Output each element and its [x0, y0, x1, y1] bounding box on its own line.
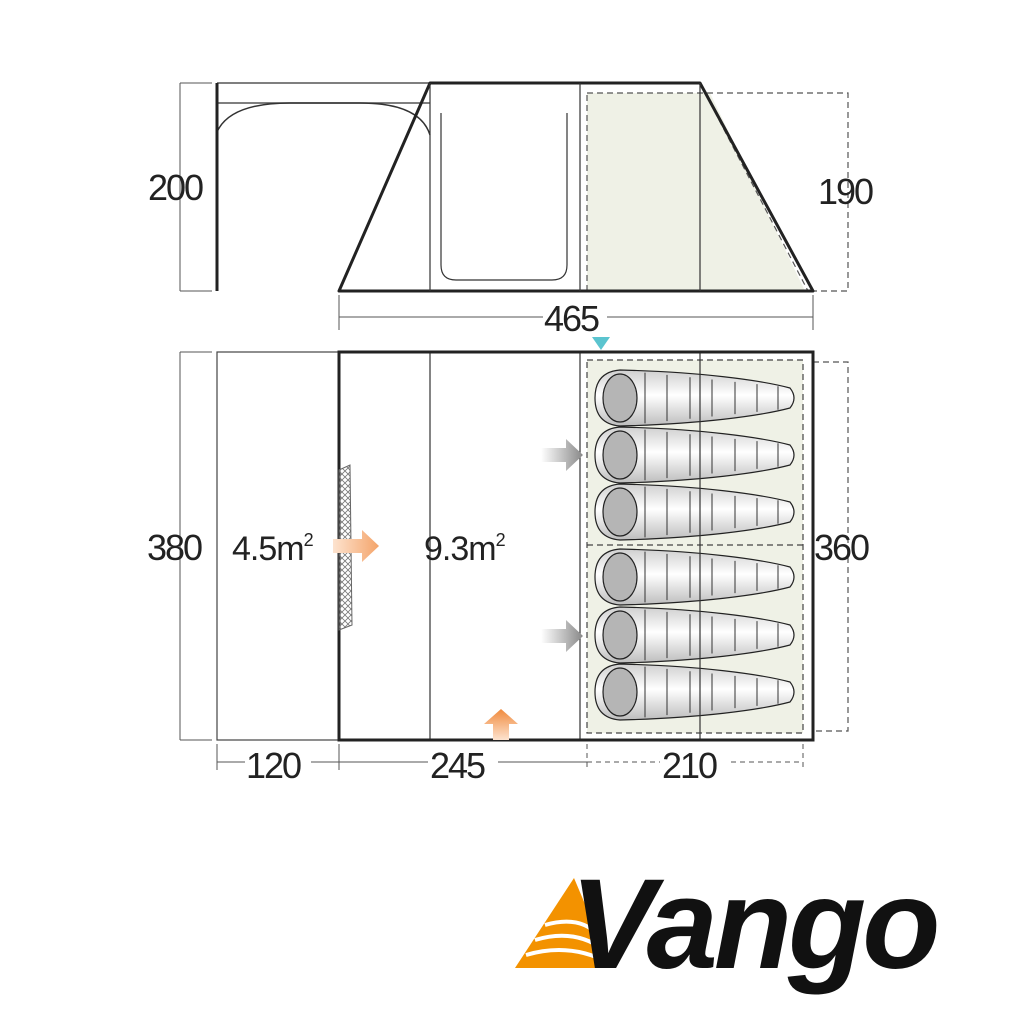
- sleeping-bag-icon: [594, 548, 795, 606]
- sleeping-bags: [594, 369, 795, 721]
- door-marker-icon: [592, 337, 610, 350]
- living-area-label: 9.3m2: [424, 530, 506, 568]
- sleeping-bag-icon: [594, 483, 795, 541]
- bedroom-length-label: 210: [662, 745, 717, 786]
- sleeping-bag-icon: [594, 606, 795, 664]
- floor-plan: 4.5m2 9.3m2 380 360 120 245 210: [147, 350, 871, 786]
- awning-roof: [217, 82, 430, 104]
- bedroom-entry-arrow-icon: [541, 620, 583, 652]
- door-window: [440, 113, 568, 281]
- awning-length-label: 120: [246, 745, 301, 786]
- living-length-label: 245: [430, 745, 485, 786]
- awning-height-label: 200: [148, 167, 203, 208]
- total-width-label: 380: [147, 527, 202, 568]
- inner-width-label: 360: [814, 527, 869, 568]
- sleeping-bag-icon: [594, 663, 795, 721]
- brand-name: Vango: [570, 853, 937, 996]
- awning-area-label: 4.5m2: [232, 530, 314, 568]
- entrance-arrow-up-icon: [484, 709, 518, 740]
- side-elevation: 200 190 465: [148, 81, 875, 350]
- sleeping-bag-icon: [594, 369, 795, 427]
- inner-height-label: 190: [818, 171, 873, 212]
- total-length-label: 465: [544, 298, 599, 339]
- bedroom-entry-arrow-icon: [541, 439, 583, 471]
- inner-tent-outline: [586, 92, 849, 292]
- sleeping-bag-icon: [594, 426, 795, 484]
- vango-logo: Vango: [515, 853, 941, 996]
- entrance-arrow-icon: [333, 530, 379, 562]
